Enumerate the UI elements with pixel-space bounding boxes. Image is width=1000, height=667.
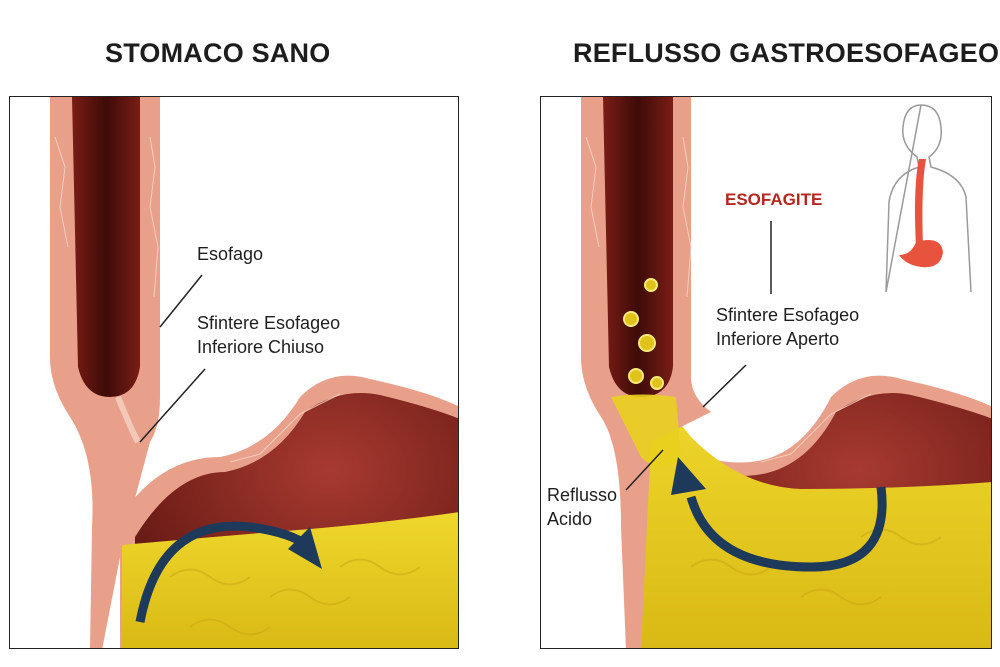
inset-esophagus [915, 159, 926, 247]
reflux-acid [611, 394, 681, 467]
sphincter-label-line2: Inferiore Chiuso [197, 337, 325, 357]
esophagus-label: Esofago [197, 244, 264, 264]
sphincter-label-line2: Inferiore Aperto [716, 329, 840, 349]
gastric-acid [626, 397, 991, 648]
sphincter-label-line1: Sfintere Esofageo [197, 313, 341, 333]
sphincter-leader [139, 368, 206, 443]
healthy-stomach-illustration [50, 97, 458, 648]
reflux-panel: ESOFAGITE Sfintere Esofageo Inferiore Ap… [540, 96, 992, 649]
closed-sphincter [115, 395, 141, 444]
arrow-head [671, 457, 706, 495]
reflux-label-line2: Acido [547, 509, 593, 529]
healthy-stomach-title: STOMACO SANO [105, 38, 331, 68]
esophagus-lumen [72, 97, 140, 397]
esophagus-leader [159, 274, 203, 328]
reflux-leader [625, 449, 664, 491]
esophagus-lumen [603, 97, 673, 397]
inset-stomach [899, 239, 943, 268]
reflux-label-line1: Reflusso [547, 485, 618, 505]
sphincter-leader [702, 364, 747, 408]
reflux-arrow [686, 486, 887, 572]
esophagitis-label: ESOFAGITE [725, 190, 823, 209]
acid-bubble [644, 278, 658, 292]
acid-bubble [638, 334, 656, 352]
healthy-stomach-panel: Esofago Sfintere Esofageo Inferiore Chiu… [9, 96, 459, 649]
arrow-head [288, 527, 322, 569]
reflux-illustration [581, 97, 991, 648]
gastric-acid [122, 512, 458, 648]
acid-bubble [623, 311, 639, 327]
sphincter-label-line1: Sfintere Esofageo [716, 305, 860, 325]
acid-bubble [628, 368, 644, 384]
circulation-arrow [135, 521, 313, 623]
reflux-title: REFLUSSO GASTROESOFAGEO [573, 38, 1000, 68]
acid-bubble [650, 376, 664, 390]
body-silhouette-icon [885, 104, 972, 293]
